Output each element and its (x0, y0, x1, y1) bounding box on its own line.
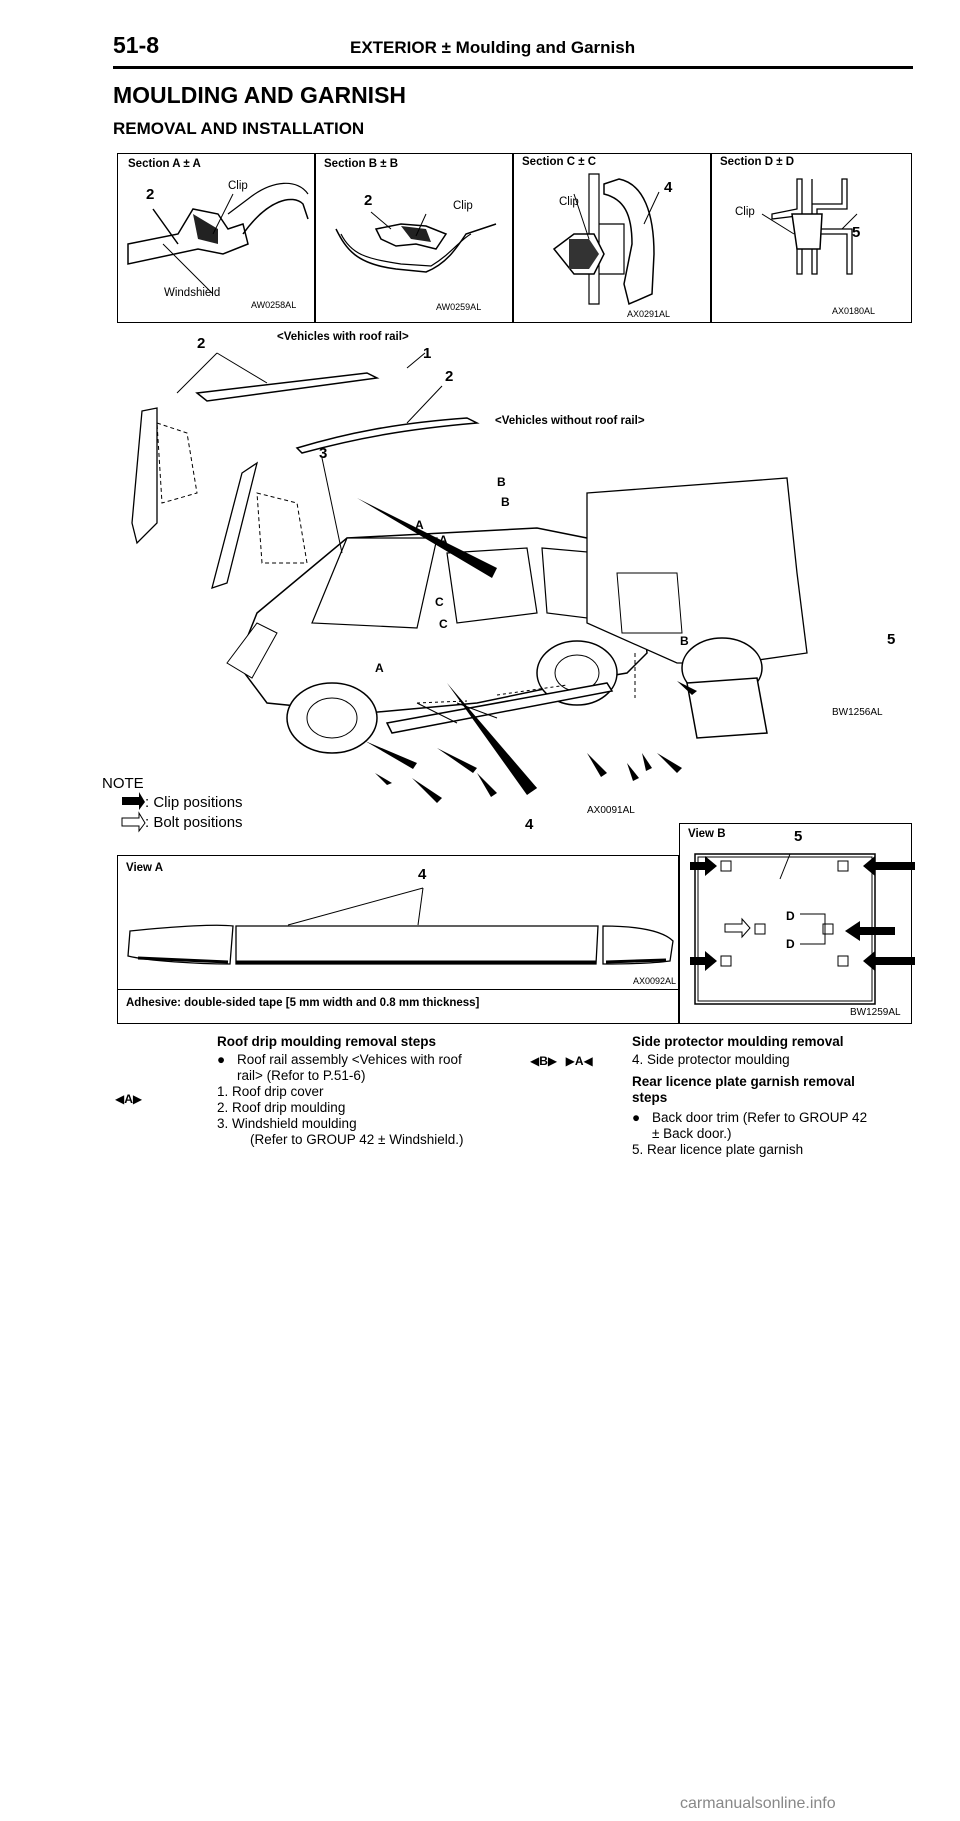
page-title: MOULDING AND GARNISH (113, 82, 407, 108)
view-a-title: View A (126, 862, 164, 874)
section-d-panel: Section D ± D 5 Clip AX0180AL (711, 153, 912, 323)
marker-c-2: C (439, 617, 448, 631)
marker-b-3: B (680, 634, 689, 648)
view-b-marker-d-2: D (786, 937, 795, 951)
section-d-part-label: 5 (852, 224, 861, 241)
roof-step-item: (Refer to GROUP 42 ± Windshield.) (250, 1132, 464, 1147)
view-b-marker-d-1: D (786, 909, 795, 923)
section-a-panel: Section A ± A 2 Clip Windshield AW0258AL (117, 153, 315, 323)
note-clip-text: : Clip positions (145, 794, 243, 811)
section-b-clip-label: Clip (453, 200, 473, 212)
with-roof-rail-label: <Vehicles with roof rail> (277, 331, 409, 343)
marker-a-2: A (439, 533, 448, 547)
marker-a-1: A (415, 518, 424, 532)
view-a-figure-code: AX0092AL (633, 976, 677, 986)
section-c-title: Section C ± C (522, 156, 597, 168)
marker-b-1: B (497, 475, 506, 489)
view-b-figure-code: BW1259AL (850, 1007, 901, 1018)
section-title: EXTERIOR ± Moulding and Garnish (350, 38, 636, 57)
rear-figure-code: BW1256AL (832, 707, 883, 718)
view-a-divider (118, 989, 680, 990)
part-label-3: 3 (319, 445, 328, 462)
roof-step-item: 1. Roof drip cover (217, 1084, 324, 1099)
section-d-clip-label: Clip (735, 206, 755, 218)
main-illustration: 2 <Vehicles with roof rail> 1 2 <Vehicle… (102, 323, 912, 833)
without-roof-rail-label: <Vehicles without roof rail> (495, 415, 645, 427)
section-b-title: Section B ± B (324, 158, 399, 170)
section-a-clip-label: Clip (228, 180, 248, 192)
view-b-drawing (690, 853, 915, 1005)
roof-step-item: 2. Roof drip moulding (217, 1100, 346, 1115)
adhesive-note: Adhesive: double-sided tape [5 mm width … (126, 997, 480, 1009)
header-rule (113, 66, 913, 69)
side-steps-title: Side protector moulding removal (632, 1034, 844, 1049)
rear-step-item: ± Back door.) (652, 1126, 732, 1141)
rear-steps-title: Rear licence plate garnish removal (632, 1074, 855, 1089)
part-label-5: 5 (887, 631, 896, 648)
service-mark-a: ◀A▶ (115, 1092, 143, 1106)
section-a-windshield-label: Windshield (164, 287, 221, 299)
section-c-part-label: 4 (664, 179, 673, 196)
page-subtitle: REMOVAL AND INSTALLATION (113, 119, 365, 138)
part-label-2-upper: 2 (197, 335, 206, 352)
section-a-figure-code: AW0258AL (251, 300, 297, 310)
section-d-figure-code: AX0180AL (832, 306, 876, 316)
roof-steps-title: Roof drip moulding removal steps (217, 1034, 437, 1049)
view-a-part-label: 4 (418, 866, 427, 883)
section-b-part-label: 2 (364, 192, 373, 209)
view-a-drawing (127, 887, 674, 965)
marker-a-3: A (375, 661, 384, 675)
note-bolt-text: : Bolt positions (145, 814, 243, 831)
section-d-title: Section D ± D (720, 156, 795, 168)
marker-c-1: C (435, 595, 444, 609)
main-figure-code: AX0091AL (587, 805, 635, 816)
section-c-panel: Section C ± C 4 Clip AX0291AL (513, 153, 711, 323)
side-step-item: 4. Side protector moulding (632, 1052, 790, 1067)
section-d-drawing (761, 178, 858, 275)
service-marks-b-a: ◀B▶ ▶A◀ (530, 1054, 593, 1068)
rear-steps-title-cont: steps (632, 1090, 668, 1105)
page-number: 51-8 (113, 32, 160, 58)
footer-watermark: carmanualsonline.info (680, 1795, 836, 1812)
rear-step-item: 5. Rear licence plate garnish (632, 1142, 804, 1157)
section-a-part-label: 2 (146, 186, 155, 203)
view-b-part-label: 5 (794, 828, 803, 845)
part-label-2-lower: 2 (445, 368, 454, 385)
view-b-panel: View B 5 D D BW1259AL (679, 823, 915, 1024)
part-label-4: 4 (525, 816, 534, 833)
section-b-drawing (335, 211, 497, 273)
section-b-figure-code: AW0259AL (436, 302, 482, 312)
view-b-title: View B (688, 828, 726, 840)
section-c-clip-label: Clip (559, 196, 579, 208)
section-c-drawing (552, 173, 660, 306)
roof-steps-list: ●Roof rail assembly <Vehices with roof r… (217, 1052, 463, 1148)
section-a-drawing (127, 182, 309, 295)
view-a-panel: View A 4 AX0092AL Adhesive: double-sided… (117, 855, 680, 1024)
roof-step-item: ●Roof rail assembly <Vehices with roof (217, 1052, 462, 1067)
roof-step-item: rail> (Refor to P.51-6) (237, 1068, 366, 1083)
rear-steps-list: ●Back door trim (Refer to GROUP 42 ± Bac… (632, 1110, 867, 1158)
part-label-1: 1 (423, 345, 432, 362)
marker-b-2: B (501, 495, 510, 509)
roof-step-item: 3. Windshield moulding (217, 1116, 357, 1131)
note-title: NOTE (102, 775, 144, 792)
vehicle-drawing (121, 352, 808, 833)
section-a-title: Section A ± A (128, 158, 201, 170)
rear-step-item: ●Back door trim (Refer to GROUP 42 (632, 1110, 868, 1125)
section-c-figure-code: AX0291AL (627, 309, 671, 319)
section-b-panel: Section B ± B 2 Clip AW0259AL (315, 153, 513, 323)
